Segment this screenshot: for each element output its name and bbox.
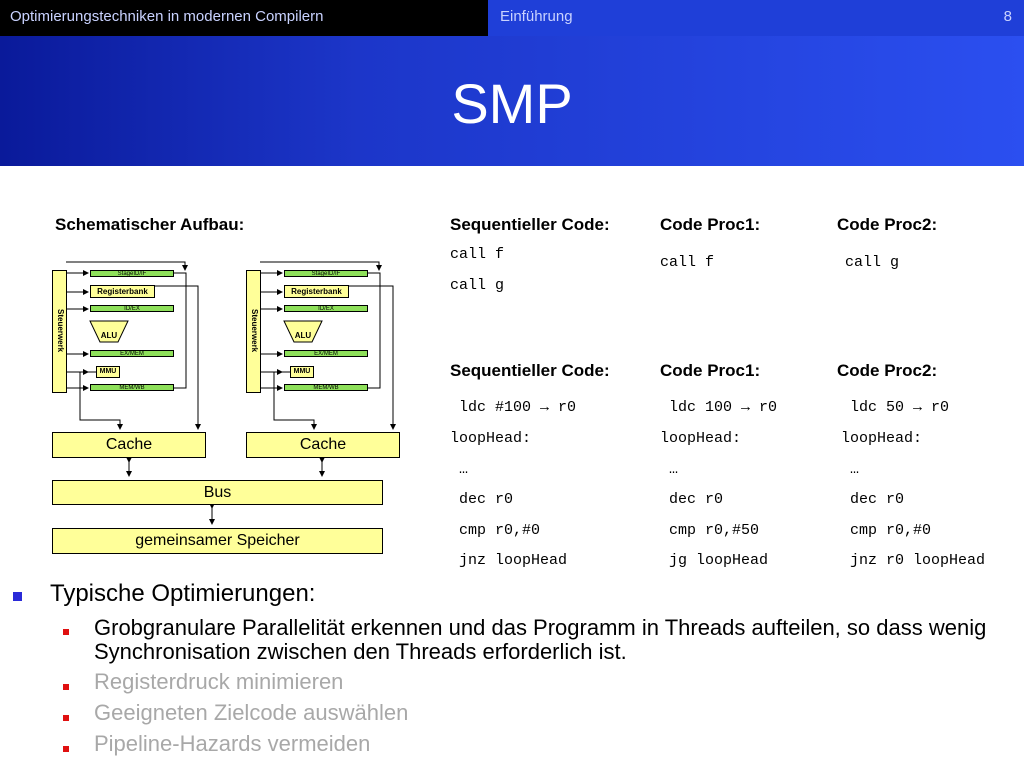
stage-if-id-2: StageID/IF: [284, 270, 368, 277]
alu-1-shape: [89, 320, 129, 343]
steuerwerk-2: Steuerwerk: [246, 270, 261, 393]
code-line: ldc 50 → r0: [841, 399, 950, 416]
code-line: cmp r0,#0: [841, 522, 932, 539]
code-line: ldc #100 → r0: [450, 399, 577, 416]
code-line: loopHead:: [660, 430, 742, 447]
stage-id-ex-1: ID/EX: [90, 305, 174, 312]
registerbank-2: Registerbank: [284, 285, 349, 298]
bullet-sub-1: Grobgranulare Parallelität erkennen und …: [94, 615, 987, 664]
code-line: jnz r0 loopHead: [841, 552, 986, 569]
code-bottom-header-proc1: Code Proc1:: [660, 361, 761, 380]
stage-mem-wb-1: MEM/WB: [90, 384, 174, 391]
bullet-square-icon: [63, 684, 69, 690]
mmu-1: MMU: [96, 366, 120, 378]
mmu-2: MMU: [290, 366, 314, 378]
bullet-sub-3: Geeigneten Zielcode auswählen: [94, 700, 409, 725]
code-line: …: [450, 461, 469, 478]
cpu-2-lines: [260, 261, 396, 430]
steuerwerk-1: Steuerwerk: [52, 270, 67, 393]
slide-title: SMP: [451, 72, 573, 135]
bullet-square-icon: [63, 629, 69, 635]
code-line: ldc 100 → r0: [660, 399, 778, 416]
code-line: cmp r0,#0: [450, 522, 541, 539]
bullet-sub-4: Pipeline-Hazards vermeiden: [94, 731, 371, 756]
bullet-sub-2: Registerdruck minimieren: [94, 669, 344, 694]
alu-2-shape: [283, 320, 323, 343]
alu-1-label: ALU: [100, 331, 118, 340]
code-line: call g: [450, 277, 505, 294]
page-number: 8: [1003, 8, 1012, 25]
section-title[interactable]: Einführung: [500, 8, 573, 25]
shared-memory: gemeinsamer Speicher: [52, 528, 383, 554]
bullet-main: Typische Optimierungen:: [50, 580, 316, 607]
code-bottom-header-seq: Sequentieller Code:: [450, 361, 610, 380]
code-line: jnz loopHead: [450, 552, 568, 569]
header-right: Einführung 8: [488, 0, 1024, 36]
stage-id-ex-2: ID/EX: [284, 305, 368, 312]
code-line: dec r0: [660, 491, 724, 508]
code-line: call f: [450, 246, 505, 263]
code-line: …: [660, 461, 679, 478]
code-line: call g: [845, 254, 900, 271]
bullet-square-icon: [63, 715, 69, 721]
cpu-1-lines: [66, 261, 201, 430]
registerbank-1: Registerbank: [90, 285, 155, 298]
code-line: dec r0: [841, 491, 905, 508]
code-line: …: [841, 461, 860, 478]
header-left: Optimierungstechniken in modernen Compil…: [0, 0, 488, 36]
code-bottom-header-proc2: Code Proc2:: [837, 361, 938, 380]
cache-2: Cache: [246, 432, 400, 458]
header-bar: Optimierungstechniken in modernen Compil…: [0, 0, 1024, 36]
cache-1: Cache: [52, 432, 206, 458]
code-line: dec r0: [450, 491, 514, 508]
stage-mem-wb-2: MEM/WB: [284, 384, 368, 391]
title-band: SMP: [0, 36, 1024, 166]
stage-ex-mem-1: EX/MEM: [90, 350, 174, 357]
bullet-square-icon: [13, 592, 22, 601]
code-line: call f: [660, 254, 715, 271]
code-line: cmp r0,#50: [660, 522, 760, 539]
code-line: loopHead:: [450, 430, 532, 447]
steuerwerk-1-label: Steuerwerk: [56, 309, 65, 353]
diagram-heading: Schematischer Aufbau:: [55, 215, 245, 234]
stage-ex-mem-2: EX/MEM: [284, 350, 368, 357]
code-top-header-proc1: Code Proc1:: [660, 215, 761, 234]
alu-2-label: ALU: [294, 331, 312, 340]
code-line: jg loopHead: [660, 552, 769, 569]
code-top-header-seq: Sequentieller Code:: [450, 215, 610, 234]
bus: Bus: [52, 480, 383, 505]
course-title[interactable]: Optimierungstechniken in modernen Compil…: [10, 8, 324, 25]
stage-if-id-1: StageID/IF: [90, 270, 174, 277]
code-top-header-proc2: Code Proc2:: [837, 215, 938, 234]
steuerwerk-2-label: Steuerwerk: [250, 309, 259, 353]
code-line: loopHead:: [841, 430, 923, 447]
bullet-square-icon: [63, 746, 69, 752]
